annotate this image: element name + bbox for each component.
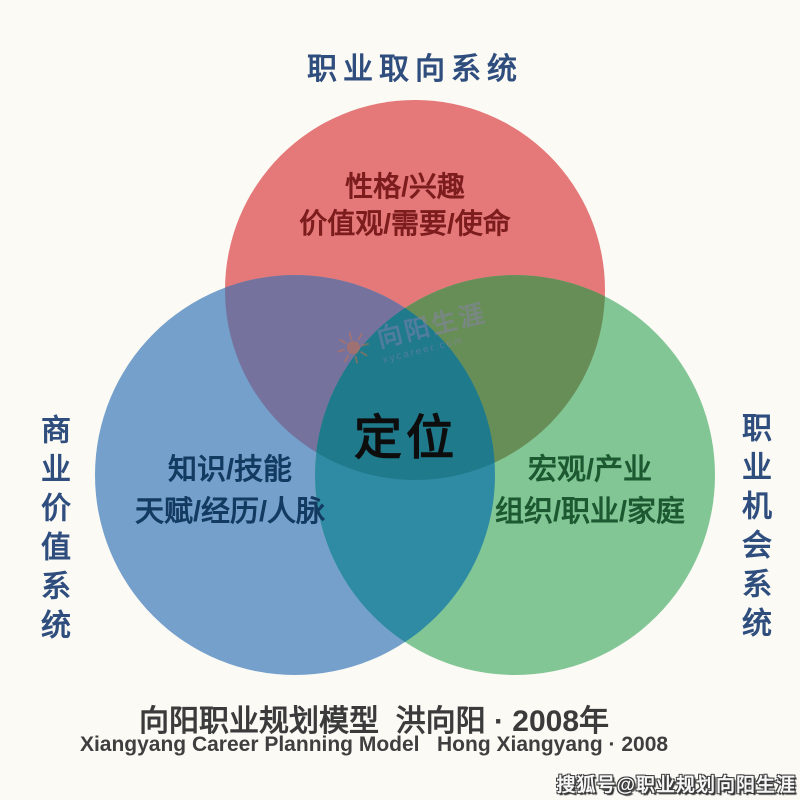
red-circle-text: 性格/兴趣 价值观/需要/使命 <box>155 168 655 242</box>
right-system-label: 职业机会系统 <box>737 412 770 646</box>
left-system-label: 商业价值系统 <box>36 414 69 648</box>
blue-circle-text: 知识/技能 天赋/经历/人脉 <box>30 449 430 533</box>
red-circle-line2: 价值观/需要/使命 <box>299 208 511 239</box>
model-title-en: Xiangyang Career Planning Model Hong Xia… <box>79 733 669 756</box>
model-title-cn: 向阳职业规划模型 洪向阳 · 2008年 <box>138 705 610 738</box>
red-circle-line1: 性格/兴趣 <box>345 171 465 202</box>
blue-circle-line2: 天赋/经历/人脉 <box>134 496 326 528</box>
center-keyword: 定位 <box>353 412 458 465</box>
green-circle-text: 宏观/产业 组织/职业/家庭 <box>390 449 790 533</box>
green-circle-line1: 宏观/产业 <box>527 454 653 486</box>
blue-circle-line1: 知识/技能 <box>167 454 293 486</box>
top-system-label: 职业取向系统 <box>307 53 523 86</box>
venn-overlap-center <box>315 275 495 480</box>
sohu-account-watermark: 搜狐号@职业规划向阳生涯 <box>556 775 796 796</box>
green-circle-line2: 组织/职业/家庭 <box>494 496 686 528</box>
